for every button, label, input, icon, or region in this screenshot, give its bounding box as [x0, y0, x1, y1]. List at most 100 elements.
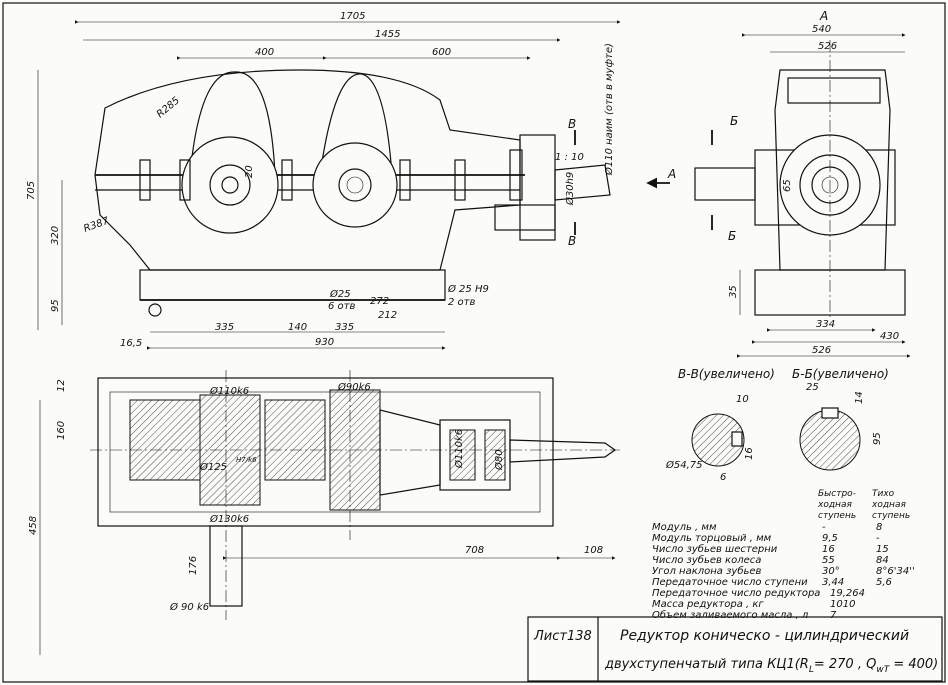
input-flange: [519, 134, 556, 241]
dim-540: 540: [812, 24, 831, 35]
table-row-slow: 8°6'34'': [876, 566, 915, 577]
gear-wheel-1: [129, 399, 201, 481]
table-row-value: 19,264: [830, 588, 865, 599]
dim-108: 108: [584, 545, 603, 556]
table-row-label: Передаточное число редуктора: [652, 588, 820, 599]
title-sub-wt: wT: [876, 665, 890, 675]
input-bearing-2: [484, 429, 506, 481]
dim-140: 140: [288, 322, 307, 333]
section-bb: Б-Б(увеличено) 25 14 95: [792, 367, 889, 471]
table-row-slow: 84: [876, 555, 889, 566]
dim-r285: R285: [155, 95, 182, 120]
housing-outline: [94, 69, 521, 271]
table-row-fast: 9,5: [822, 533, 838, 544]
dim-6holes: 6 отв: [328, 301, 355, 312]
title-line-1: Редуктор коническо - цилиндрический: [620, 628, 909, 644]
col2-h2: ходная: [871, 500, 906, 510]
title-line-2: двухступенчатый типа КЦ1(RL= 270 , QwT =…: [604, 657, 938, 675]
table-row-value: 7: [830, 610, 837, 621]
table-row-label: Масса редуктора , кг: [652, 599, 764, 610]
table-row-label: Угол наклона зубьев: [652, 565, 762, 577]
section-bb-keyway: [821, 407, 839, 419]
dim-526: 526: [818, 41, 837, 52]
col1-h3: ступень: [818, 511, 856, 521]
vv-dim-54: Ø54,75: [665, 459, 703, 471]
shaft-2: [338, 168, 372, 202]
dim-705: 705: [26, 181, 37, 200]
dim-d30: Ø30h9: [564, 172, 576, 206]
foot-hole: [148, 303, 162, 317]
section-mark-v-top: В: [568, 117, 576, 131]
shaft-1: [209, 164, 251, 206]
rib-right: [319, 73, 393, 176]
col2-h1: Тихо: [872, 489, 895, 499]
table-row-fast: 3,44: [822, 577, 844, 588]
section-bb-title: Б-Б(увеличено): [792, 367, 889, 381]
dim-65: 65: [782, 179, 793, 192]
table-row-label: Модуль торцовый , мм: [652, 533, 772, 544]
dim-430: 430: [880, 331, 899, 342]
col1-h2: ходная: [817, 500, 852, 510]
table-row-label: Число зубьев колеса: [652, 554, 761, 566]
dim-110: Ø110 наим (отв в муфте): [603, 43, 615, 176]
section-vv: В-В(увеличено) 10 16 6 Ø54,75: [665, 367, 775, 483]
side-base: [754, 269, 906, 316]
dim-130k6: Ø130k6: [209, 513, 249, 525]
table-row-label: Число зубьев шестерни: [652, 543, 778, 555]
dim-458: 458: [28, 516, 39, 535]
side-input-shaft: [694, 167, 756, 201]
shaft-2-core: [346, 176, 364, 194]
table-row-fast: 30°: [822, 566, 840, 577]
sheet-number: Лист138: [533, 629, 592, 644]
title-end: = 400): [889, 657, 938, 672]
plan-housing: [97, 377, 554, 527]
shaft-1-core: [221, 176, 239, 194]
section-vv-keyway: [731, 431, 743, 447]
dim-708: 708: [465, 545, 484, 556]
rib-left: [189, 71, 276, 176]
section-mark-v-bottom: В: [568, 234, 576, 248]
dim-176: 176: [188, 556, 199, 575]
dim-90k6: Ø90k6: [337, 381, 371, 393]
section-mark-b-bottom: Б: [728, 229, 736, 243]
gear-wheel-2: [264, 399, 326, 481]
bb-dim-25: 25: [806, 382, 819, 393]
title-line-2-main: двухступенчатый типа КЦ1(R: [604, 657, 809, 672]
dim-35: 35: [728, 285, 739, 298]
dim-600: 600: [432, 47, 451, 58]
section-vv-shaft: [691, 413, 745, 467]
table-row-slow: -: [876, 533, 880, 544]
dim-400: 400: [255, 47, 274, 58]
dim-335a: 335: [215, 322, 234, 333]
table-row-fast: 55: [822, 555, 835, 566]
view-arrow-label: A: [667, 167, 676, 181]
dim-1705: 1705: [340, 11, 365, 22]
side-view-a: A 540 526 65 Б Б 35 334 430 526: [694, 9, 911, 358]
table-row-label: Передаточное число ступени: [652, 577, 808, 588]
input-shaft: [554, 164, 611, 201]
dim-16-5: 16,5: [120, 338, 142, 349]
table-row-slow: 5,6: [876, 577, 892, 588]
dim-110k6b: Ø110k6: [453, 429, 465, 469]
dim-25h9: Ø 25 H9: [447, 283, 489, 295]
spec-table: Быстро- ходная ступень Тихо ходная ступе…: [652, 489, 915, 621]
dim-95: 95: [50, 299, 61, 312]
plan-inner: [109, 391, 541, 513]
col1-h1: Быстро-: [818, 489, 856, 499]
dim-125: Ø125: [199, 461, 227, 473]
title-mid: = 270 , Q: [814, 657, 876, 672]
dim-335b: 335: [335, 322, 354, 333]
table-row-fast: 16: [822, 544, 835, 555]
side-view-title: A: [819, 9, 828, 23]
input-bearing-1: [449, 429, 476, 481]
title-sub-l: L: [809, 665, 814, 675]
col2-h3: ступень: [872, 511, 910, 521]
vv-dim-6: 6: [720, 472, 726, 483]
dim-110k6: Ø110k6: [209, 385, 249, 397]
dim-1455: 1455: [375, 29, 400, 40]
dim-r387: R387: [82, 215, 111, 234]
dim-320: 320: [50, 226, 61, 245]
taper: 1 : 10: [555, 152, 584, 163]
